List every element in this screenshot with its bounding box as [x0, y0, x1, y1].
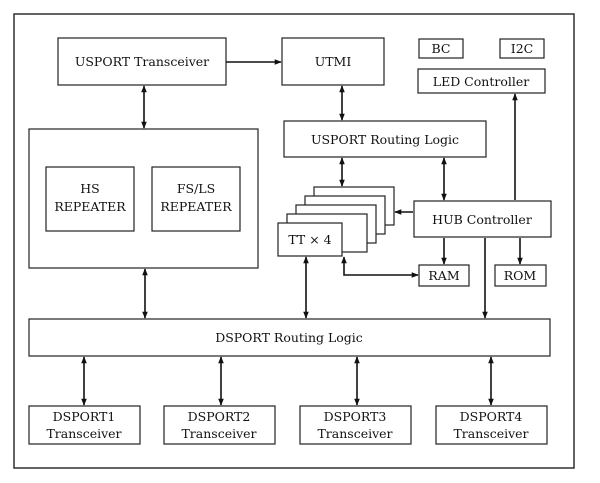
led-controller-block: LED Controller	[417, 68, 546, 94]
tt-stack: TT × 4	[277, 186, 395, 257]
dsport3-sub-label: Transceiver	[317, 426, 392, 441]
dsport-routing-logic-label: DSPORT Routing Logic	[215, 330, 363, 345]
dsport4-transceiver-block: DSPORT4 Transceiver	[435, 405, 548, 445]
rom-label: ROM	[504, 268, 537, 283]
utmi-block: UTMI	[281, 37, 385, 86]
bc-block: BC	[418, 38, 464, 59]
dsport1-sub-label: Transceiver	[46, 426, 121, 441]
dsport1-label: DSPORT1	[53, 409, 116, 424]
tt-label: TT × 4	[288, 232, 331, 247]
bc-label: BC	[432, 41, 451, 56]
i2c-label: I2C	[511, 41, 533, 56]
dsport4-label: DSPORT4	[460, 409, 523, 424]
hs-repeater-line2: REPEATER	[54, 199, 126, 214]
led-controller-label: LED Controller	[433, 74, 529, 89]
ram-block: RAM	[418, 264, 470, 287]
dsport-routing-logic-block: DSPORT Routing Logic	[28, 318, 551, 357]
dsport4-sub-label: Transceiver	[453, 426, 528, 441]
dsport2-label: DSPORT2	[188, 409, 251, 424]
usport-transceiver-block: USPORT Transceiver	[57, 37, 227, 86]
dsport1-transceiver-block: DSPORT1 Transceiver	[28, 405, 141, 445]
hub-controller-block: HUB Controller	[413, 200, 552, 238]
i2c-block: I2C	[499, 38, 545, 59]
usport-transceiver-label: USPORT Transceiver	[75, 54, 209, 69]
dsport3-label: DSPORT3	[324, 409, 387, 424]
dsport2-sub-label: Transceiver	[181, 426, 256, 441]
tt-front-box	[277, 222, 343, 257]
hs-repeater-block: HS REPEATER	[45, 166, 135, 232]
fsls-repeater-line2: REPEATER	[160, 199, 232, 214]
hub-controller-label: HUB Controller	[432, 212, 532, 227]
utmi-label: UTMI	[315, 54, 352, 69]
fsls-repeater-line1: FS/LS	[177, 181, 215, 196]
rom-block: ROM	[494, 264, 547, 287]
outer-frame	[13, 13, 575, 469]
hs-repeater-line1: HS	[80, 181, 99, 196]
dsport2-transceiver-block: DSPORT2 Transceiver	[163, 405, 276, 445]
arrow-tt-ram	[341, 256, 419, 278]
usport-routing-logic-label: USPORT Routing Logic	[311, 132, 459, 147]
dsport3-transceiver-block: DSPORT3 Transceiver	[299, 405, 412, 445]
ram-label: RAM	[428, 268, 459, 283]
usport-routing-logic-block: USPORT Routing Logic	[283, 120, 487, 158]
fsls-repeater-block: FS/LS REPEATER	[151, 166, 241, 232]
